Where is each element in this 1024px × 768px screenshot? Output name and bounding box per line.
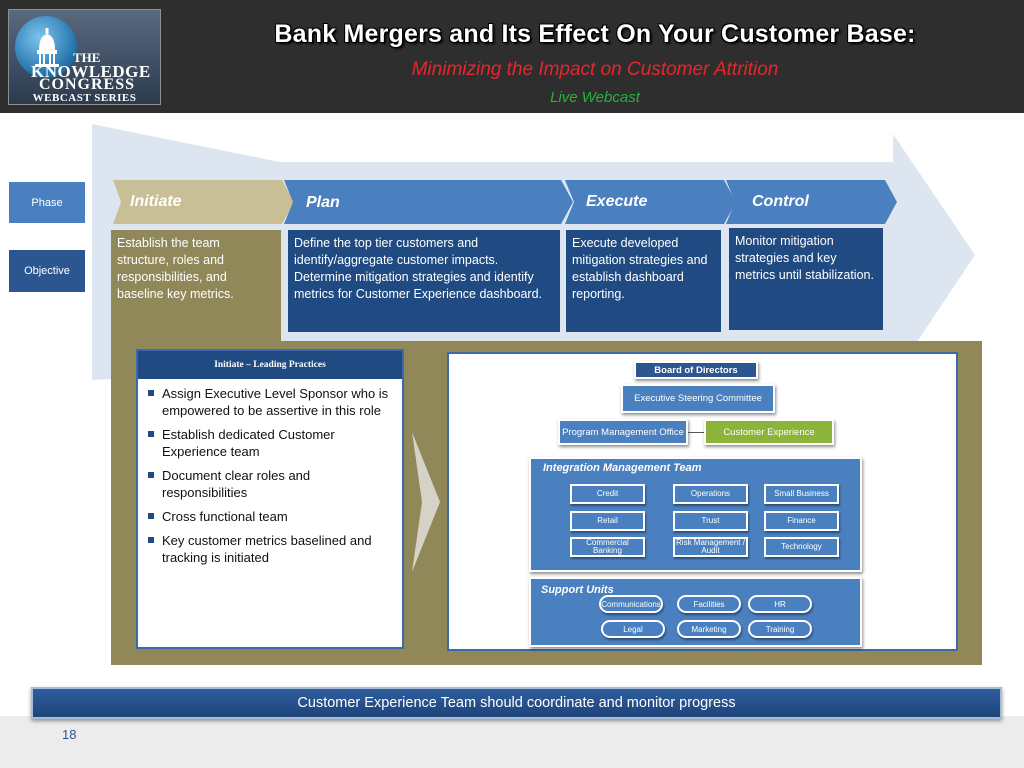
support-marketing: Marketing <box>677 620 741 638</box>
phase-execute-label: Execute <box>586 193 648 210</box>
pmo-cx-connector <box>688 432 704 433</box>
footer-background <box>0 716 1024 768</box>
integration-management-team-title: Integration Management Team <box>543 462 702 474</box>
leading-practices-title: Initiate – Leading Practices <box>138 351 402 379</box>
program-management-office-box: Program Management Office <box>558 419 688 445</box>
practice-item: Assign Executive Level Sponsor who is em… <box>146 385 394 419</box>
leading-practices-box: Initiate – Leading Practices Assign Exec… <box>136 349 404 649</box>
support-hr: HR <box>748 595 812 613</box>
support-training: Training <box>748 620 812 638</box>
practice-item: Key customer metrics baselined and track… <box>146 532 394 566</box>
board-of-directors-box: Board of Directors <box>634 361 758 379</box>
unit-commercial-banking: Commercial Banking <box>570 537 645 557</box>
logo-congress-text: CONGRESS <box>39 76 136 93</box>
support-legal: Legal <box>601 620 665 638</box>
logo-series-text: WEBCAST SERIES <box>32 92 137 104</box>
slide-subtitle: Minimizing the Impact on Customer Attrit… <box>411 59 779 80</box>
unit-credit: Credit <box>570 484 645 504</box>
practice-item: Cross functional team <box>146 508 394 525</box>
support-units-title: Support Units <box>541 584 614 596</box>
logo-the-text: THE <box>73 50 101 65</box>
phase-initiate-label: Initiate <box>130 193 182 210</box>
objective-label: Objective <box>9 250 85 292</box>
phase-control-label: Control <box>752 193 809 210</box>
objective-initiate: Establish the team structure, roles and … <box>111 230 281 342</box>
live-webcast-tag: Live Webcast <box>550 89 640 106</box>
chevron-plan <box>284 180 573 224</box>
unit-risk-management-audit: Risk Management / Audit <box>673 537 748 557</box>
customer-experience-box: Customer Experience <box>704 419 834 445</box>
logo-knowledge-text: KNOWLEDGE <box>31 62 151 81</box>
right-arrow-icon <box>412 432 440 572</box>
support-facilities: Facilities <box>677 595 741 613</box>
unit-technology: Technology <box>764 537 839 557</box>
objective-control: Monitor mitigation strategies and key me… <box>729 228 883 330</box>
practice-item: Establish dedicated Customer Experience … <box>146 426 394 460</box>
summary-banner: Customer Experience Team should coordina… <box>31 687 1002 719</box>
objective-plan: Define the top tier customers and identi… <box>288 230 560 332</box>
chevron-initiate <box>113 180 294 224</box>
unit-small-business: Small Business <box>764 484 839 504</box>
phase-label: Phase <box>9 182 85 223</box>
leading-practices-list: Assign Executive Level Sponsor who is em… <box>138 379 402 566</box>
header-bar <box>0 0 1024 113</box>
slide-title: Bank Mergers and Its Effect On Your Cust… <box>274 20 916 48</box>
capitol-dome-icon <box>35 28 59 67</box>
unit-finance: Finance <box>764 511 839 531</box>
objective-execute: Execute developed mitigation strategies … <box>566 230 721 332</box>
unit-trust: Trust <box>673 511 748 531</box>
chevron-execute <box>565 180 736 224</box>
unit-operations: Operations <box>673 484 748 504</box>
knowledge-congress-logo: THE KNOWLEDGE CONGRESS WEBCAST SERIES <box>8 9 161 105</box>
unit-retail: Retail <box>570 511 645 531</box>
executive-steering-committee-box: Executive Steering Committee <box>621 384 775 413</box>
page-number: 18 <box>62 727 77 742</box>
support-communications: Communications <box>599 595 663 613</box>
chevron-control <box>726 180 897 224</box>
phase-plan-label: Plan <box>306 194 340 211</box>
practice-item: Document clear roles and responsibilitie… <box>146 467 394 501</box>
